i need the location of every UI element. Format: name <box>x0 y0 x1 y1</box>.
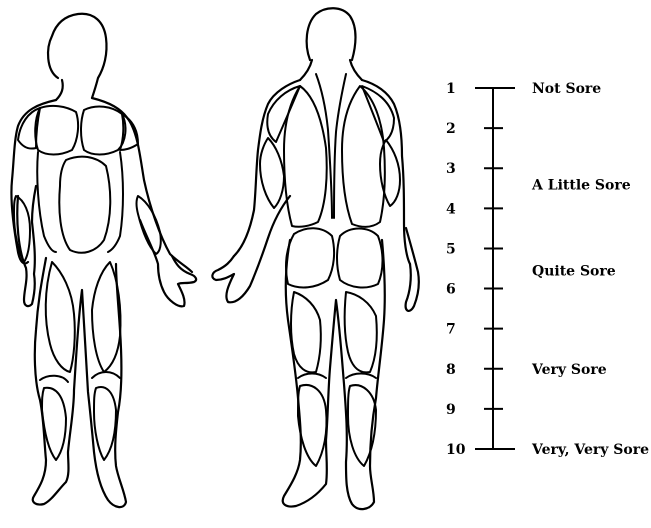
front-right-pec <box>81 107 125 155</box>
front-right-thigh <box>92 262 121 372</box>
back-right-hamstring <box>345 292 377 372</box>
scale-number: 10 <box>446 442 466 458</box>
scale-number: 4 <box>446 201 456 217</box>
front-abdomen <box>59 157 110 253</box>
back-left-arm <box>212 196 290 302</box>
scale-number: 3 <box>446 161 456 177</box>
front-head <box>48 14 106 98</box>
scale-label: Not Sore <box>532 81 601 97</box>
front-left-thigh <box>46 262 75 372</box>
scale-number: 9 <box>446 402 456 418</box>
scale-label: Very, Very Sore <box>531 442 649 458</box>
back-head <box>307 8 356 60</box>
back-right-knee <box>346 374 376 379</box>
back-left-triceps <box>260 138 284 208</box>
back-neck <box>300 60 362 80</box>
scale-number: 2 <box>446 121 456 137</box>
scale-number: 6 <box>446 282 456 298</box>
scale-number: 5 <box>446 241 456 257</box>
front-torso-outline <box>11 98 192 272</box>
scale-label: Quite Sore <box>532 264 616 280</box>
front-left-pec <box>35 106 78 155</box>
scale-number: 7 <box>446 322 456 338</box>
front-left-oblique <box>37 152 56 252</box>
front-right-knee <box>92 372 120 378</box>
back-right-glute <box>337 229 383 288</box>
front-right-forearm <box>137 196 161 254</box>
back-left-hamstring <box>291 292 321 372</box>
scale-label: Very Sore <box>531 362 607 378</box>
scale-number: 8 <box>446 362 456 378</box>
back-left-glute <box>286 228 334 287</box>
scale-label: A Little Sore <box>531 177 631 193</box>
front-neck <box>56 80 63 100</box>
back-body-figure <box>212 8 418 509</box>
back-left-calf <box>298 385 327 466</box>
back-left-knee <box>298 374 326 379</box>
front-right-shin <box>94 387 116 460</box>
scale-number: 1 <box>446 81 456 97</box>
front-left-arm <box>17 186 36 306</box>
front-body-figure <box>11 14 196 507</box>
back-right-arm <box>406 228 419 311</box>
front-right-arm <box>140 220 196 306</box>
front-left-knee <box>40 376 68 382</box>
back-right-latissimus <box>342 86 385 227</box>
